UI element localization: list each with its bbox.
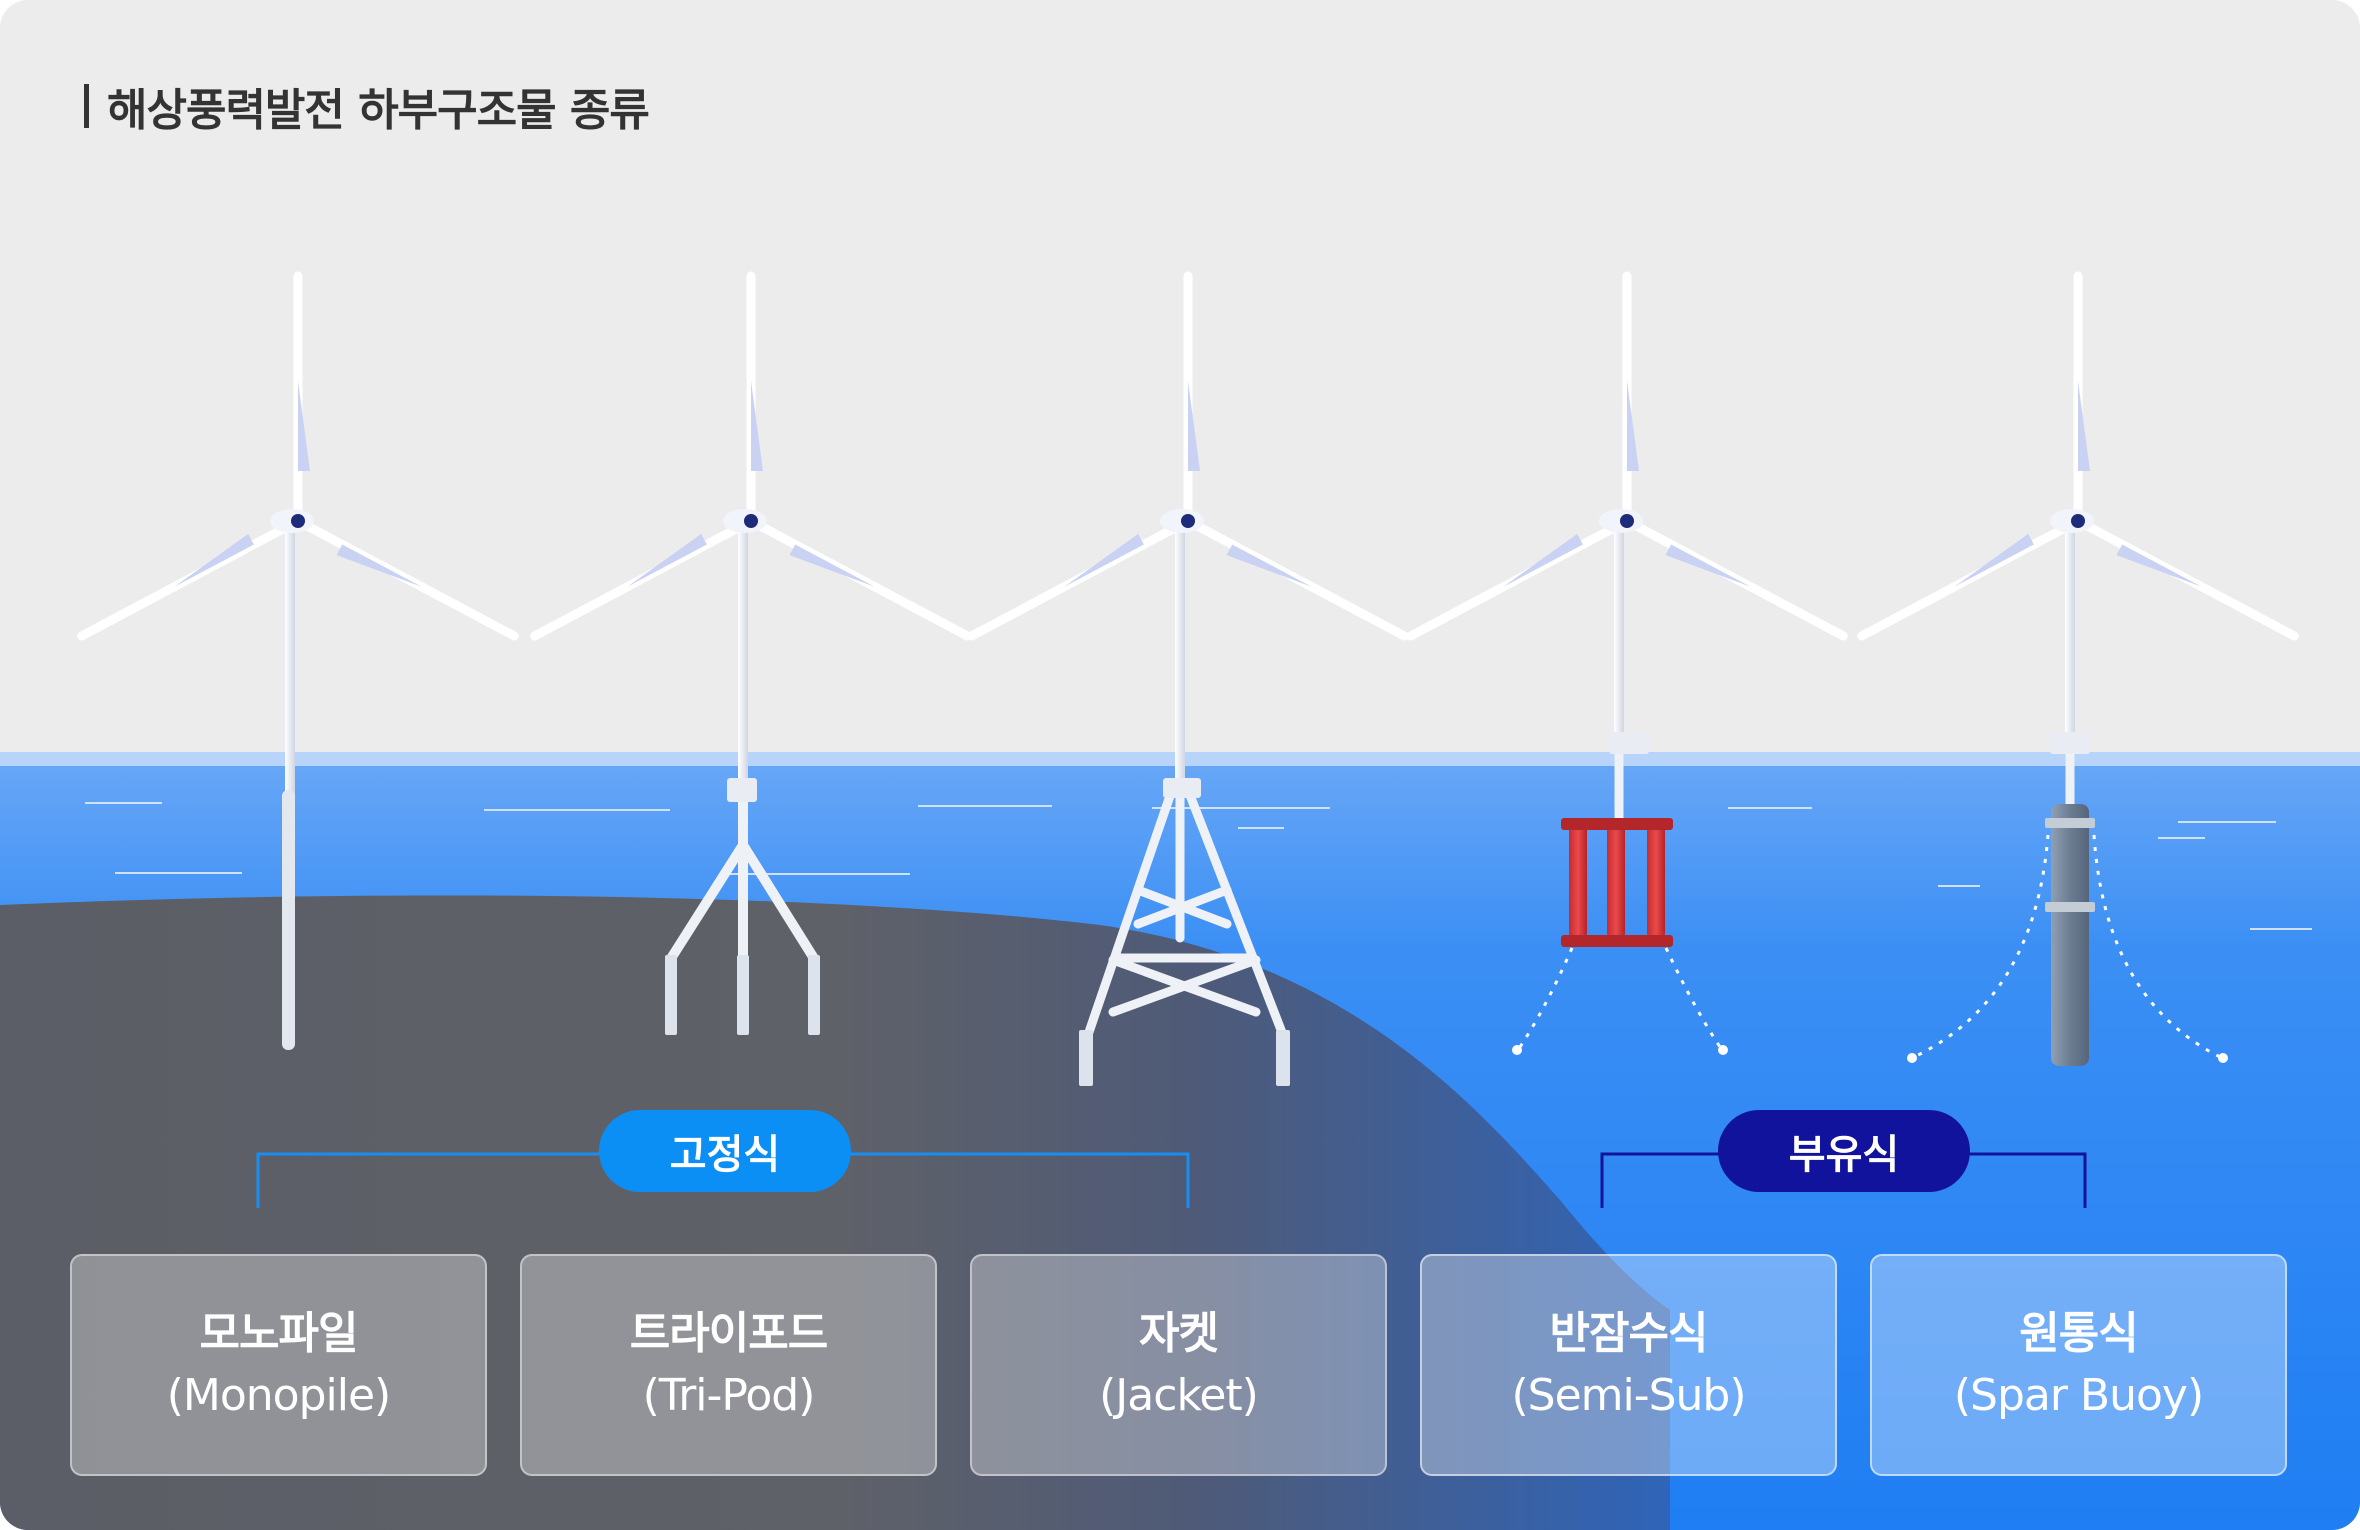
turbine-blade	[746, 271, 763, 526]
turbine-blade	[1183, 271, 1200, 526]
card-name: 원통식	[2019, 1308, 2138, 1359]
turbine-blade	[967, 516, 1193, 641]
turbine-hub	[1620, 514, 1634, 528]
card-name: 트라이포드	[629, 1308, 828, 1359]
card-tripod: 트라이포드 (Tri-Pod)	[520, 1254, 937, 1476]
wind-turbine	[967, 271, 1409, 790]
card-name: 모노파일	[199, 1308, 359, 1359]
card-en: (Monopile)	[166, 1370, 391, 1421]
jacket-foundation	[1079, 778, 1290, 1086]
turbines	[77, 271, 2299, 800]
page-title-text: 해상풍력발전 하부구조물 종류	[107, 85, 650, 136]
card-en: (Semi-Sub)	[1511, 1370, 1746, 1421]
wind-turbine	[1857, 271, 2299, 745]
turbine-hub	[1181, 514, 1195, 528]
turbine-hub	[2071, 514, 2085, 528]
wave-lines	[85, 802, 2312, 930]
wind-turbine	[77, 271, 519, 800]
floating-type-label: 부유식	[1718, 1110, 1970, 1192]
wind-turbine	[530, 271, 972, 800]
card-name: 자켓	[1139, 1308, 1219, 1359]
turbine-blade	[1857, 516, 2083, 641]
semi-sub-foundation	[1512, 732, 1728, 1055]
turbine-tower	[2065, 523, 2075, 745]
page-title: 해상풍력발전 하부구조물 종류	[84, 74, 650, 138]
card-semi-sub: 반잠수식 (Semi-Sub)	[1420, 1254, 1837, 1476]
card-en: (Jacket)	[1099, 1370, 1259, 1421]
turbine-blade	[2073, 271, 2090, 526]
monopile-foundation	[282, 790, 295, 1050]
seabed	[0, 895, 1670, 1530]
fixed-type-label: 고정식	[599, 1110, 851, 1192]
turbine-blade	[1183, 516, 1409, 641]
turbine-tower	[1614, 523, 1624, 745]
turbine-tower	[738, 523, 748, 800]
turbine-hub	[744, 514, 758, 528]
card-monopile: 모노파일 (Monopile)	[70, 1254, 487, 1476]
spar-buoy-foundation	[1907, 732, 2228, 1066]
turbine-blade	[530, 516, 756, 641]
card-name: 반잠수식	[1549, 1308, 1709, 1359]
card-jacket: 자켓 (Jacket)	[970, 1254, 1387, 1476]
title-bar	[84, 84, 89, 128]
card-spar-buoy: 원통식 (Spar Buoy)	[1870, 1254, 2287, 1476]
turbine-blade	[746, 516, 972, 641]
turbine-blade	[293, 271, 310, 526]
card-en: (Tri-Pod)	[642, 1370, 816, 1421]
turbine-blade	[1406, 516, 1632, 641]
wind-turbine	[1406, 271, 1848, 745]
turbine-tower	[285, 523, 295, 800]
turbine-tower	[1175, 523, 1185, 790]
turbine-blade	[293, 516, 519, 641]
turbine-blade	[2073, 516, 2299, 641]
turbine-hub	[291, 514, 305, 528]
turbine-blade	[77, 516, 303, 641]
turbine-blade	[1622, 271, 1639, 526]
tripod-foundation	[665, 778, 820, 1035]
card-en: (Spar Buoy)	[1953, 1370, 2204, 1421]
turbine-blade	[1622, 516, 1848, 641]
